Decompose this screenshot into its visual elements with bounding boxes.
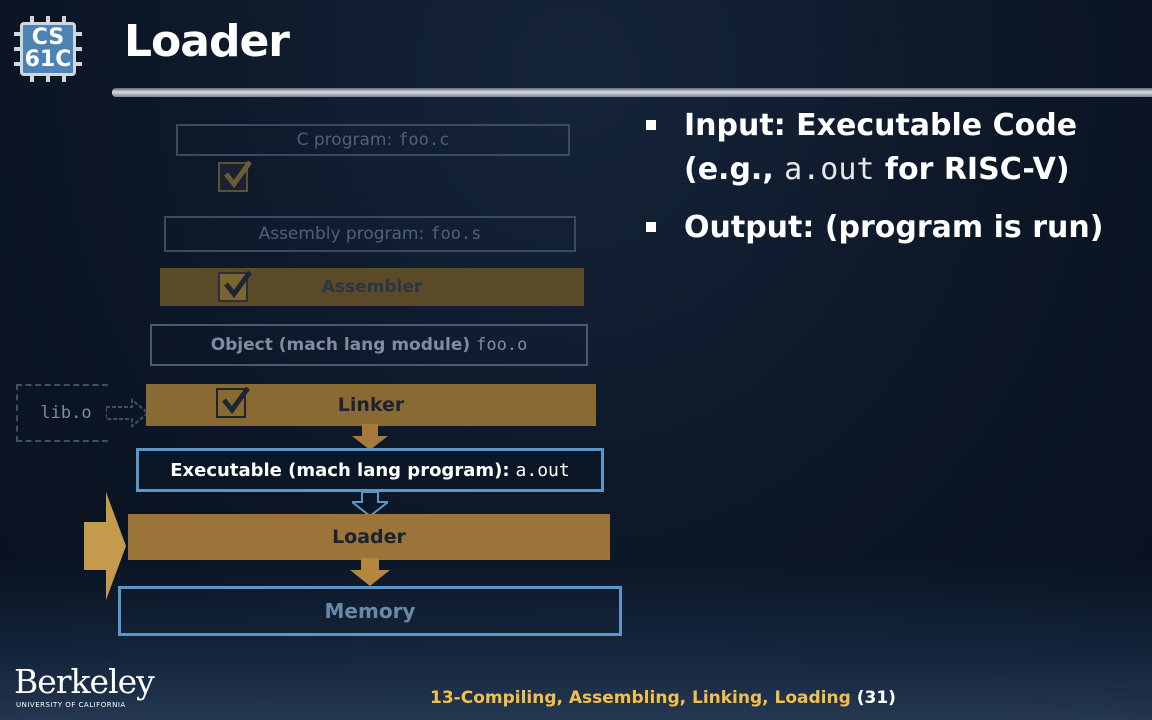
checkbox-icon [218,160,252,192]
bullet-marker [646,222,656,232]
slide-title: Loader [124,16,290,67]
bullet-list: Input: Executable Code (e.g., a.out for … [640,104,1140,264]
slide-number: (31) [856,688,896,708]
assembly-program-label: Assembly program: [258,224,425,244]
logo-pin [30,74,34,82]
linker-down-arrow-icon [352,424,388,450]
bullet-output: Output: (program is run) [640,206,1140,250]
object-box: Object (mach lang module) foo.o [150,324,588,366]
executable-box: Executable (mach lang program): a.out [136,448,604,492]
example-prefix: (e.g., [684,152,785,187]
executable-down-arrow-icon [352,492,388,516]
assembly-program-file: foo.s [430,224,482,244]
logo-pin [74,62,82,66]
bullet-input-example: (e.g., a.out for RISC-V) [684,148,1140,192]
cs61c-logo: CS 61C [14,16,82,82]
bullet-marker [646,120,656,130]
lecture-name: 13-Compiling, Assembling, Linking, Loadi… [430,688,851,708]
bullet-output-text: Output: (program is run) [684,210,1104,245]
object-file: foo.o [476,335,528,355]
logo-pin [62,74,66,82]
lib-arrow-icon [106,398,150,428]
executable-label: Executable (mach lang program): [170,459,510,481]
logo-pin [74,47,82,51]
example-suffix: for RISC-V) [874,152,1070,187]
checkbox-icon [218,270,252,302]
c-program-file: foo.c [398,130,450,150]
executable-file: a.out [515,459,570,481]
logo-line1: CS [31,25,65,50]
lib-file: lib.o [40,403,92,423]
logo-pin [74,32,82,36]
loader-down-arrow-icon [350,558,390,586]
logo-line2: 61C [24,47,72,72]
current-step-arrow-icon [84,492,126,600]
bullet-input-text: Input: Executable Code [684,108,1078,143]
linker-label: Linker [337,394,405,416]
lib-box: lib.o [16,384,108,442]
c-program-box: C program: foo.c [176,124,570,156]
logo-pin [14,62,22,66]
footer-lecture-title: 13-Compiling, Assembling, Linking, Loadi… [430,688,896,708]
berkeley-subtitle: UNIVERSITY OF CALIFORNIA [16,701,126,709]
linker-bar: Linker [146,384,596,426]
loader-bar: Loader [128,514,610,560]
logo-pin [62,16,66,24]
logo-pin [14,47,22,51]
loader-label: Loader [332,526,406,548]
assembly-program-box: Assembly program: foo.s [164,216,576,252]
memory-box: Memory [118,586,622,636]
logo-pin [46,16,50,24]
logo-chip: CS 61C [20,22,76,76]
title-divider [112,88,1152,97]
c-program-label: C program: [296,130,393,150]
object-label: Object (mach lang module) [210,335,471,355]
assembler-label: Assembler [321,277,423,297]
memory-label: Memory [324,599,416,623]
example-code: a.out [784,152,875,187]
logo-pin [30,16,34,24]
berkeley-wordmark: Berkeley [14,662,155,701]
logo-pin [46,74,50,82]
checkbox-icon [216,386,250,418]
logo-pin [14,32,22,36]
bullet-input: Input: Executable Code (e.g., a.out for … [640,104,1140,192]
